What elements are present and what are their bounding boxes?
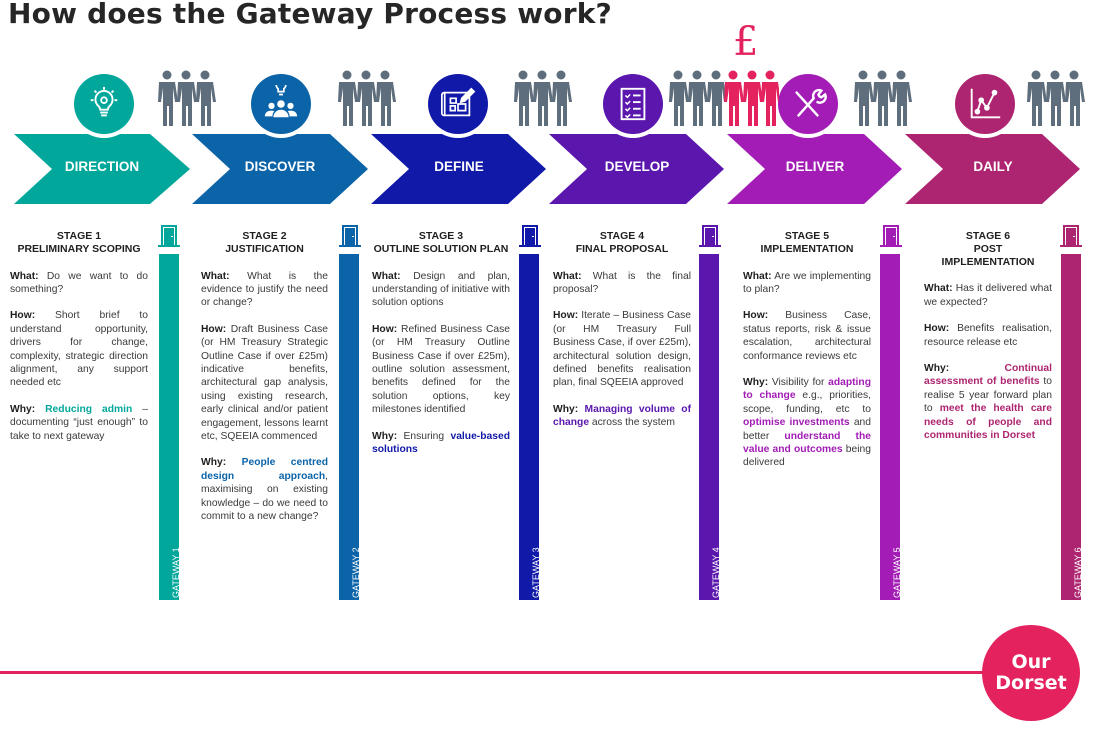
people-group-funded-icon bbox=[669, 70, 779, 126]
idea-team-icon bbox=[251, 74, 311, 134]
people-group-icon bbox=[1027, 70, 1085, 126]
chevron-daily bbox=[905, 134, 1080, 204]
chevron-develop bbox=[549, 134, 724, 204]
door-icon bbox=[1060, 225, 1082, 247]
chevron-define bbox=[371, 134, 546, 204]
chevron-direction bbox=[14, 134, 190, 204]
stage-what: What: Are we implementing to plan? bbox=[743, 270, 872, 295]
gateway-3-bar: GATEWAY 3 bbox=[519, 254, 541, 600]
stage-how: How: Iterate – Business Case (or HM Trea… bbox=[553, 310, 691, 389]
door-icon bbox=[880, 225, 902, 247]
stage-why: Why: Managing volume of change across th… bbox=[553, 403, 691, 429]
people-group-icon bbox=[338, 70, 396, 126]
stage-how: How: Benefits realisation, resource rele… bbox=[924, 323, 1052, 348]
pound-sterling-icon: £ bbox=[733, 19, 759, 65]
why-highlight: Continual assessment of benefits bbox=[924, 363, 1052, 388]
gateway-label: GATEWAY 3 bbox=[531, 547, 541, 598]
phase-label-daily: DAILY bbox=[973, 159, 1013, 174]
door-icon bbox=[519, 225, 541, 247]
why-text: to realise 5 year forward plan to bbox=[924, 376, 1052, 415]
phase-label-deliver: DELIVER bbox=[785, 159, 845, 174]
footer-divider bbox=[0, 671, 990, 674]
gateway-6-bar: GATEWAY 6 bbox=[1061, 254, 1083, 600]
gateway-label: GATEWAY 2 bbox=[351, 547, 361, 598]
stage-why: Why: Visibility for adapting to change e… bbox=[743, 377, 871, 469]
stage-why: Why: Reducing admin – documenting “just … bbox=[10, 403, 148, 442]
people-group-icon bbox=[158, 70, 216, 126]
phase-chevrons bbox=[14, 134, 1080, 204]
door-icon bbox=[699, 225, 721, 247]
why-text: e.g., priorities, scope, funding, etc to bbox=[743, 390, 871, 415]
chevron-deliver bbox=[727, 134, 902, 204]
logo-line-1: Our bbox=[1011, 651, 1051, 673]
phase-label-define: DEFINE bbox=[434, 159, 484, 174]
why-highlight: optimise investments bbox=[743, 417, 850, 429]
door-icon bbox=[339, 225, 361, 247]
gateway-label: GATEWAY 1 bbox=[171, 547, 181, 598]
stage-what: What: Design and plan, understanding of … bbox=[372, 270, 510, 309]
tools-icon bbox=[778, 74, 838, 134]
why-highlight: meet the health care needs of people and… bbox=[924, 403, 1053, 442]
why-highlight: adapting to change bbox=[743, 377, 871, 402]
stage-why: Why: People centred design approach, max… bbox=[201, 457, 328, 523]
gateway-1-bar: GATEWAY 1 bbox=[159, 254, 181, 600]
door-icon bbox=[158, 225, 180, 247]
logo-line-2: Dorset bbox=[995, 672, 1067, 694]
gateway-label: GATEWAY 5 bbox=[892, 547, 902, 598]
phase-label-direction: DIRECTION bbox=[64, 159, 140, 174]
gateway-4-bar: GATEWAY 4 bbox=[699, 254, 721, 600]
stage-what: What: Has it delivered what we expected? bbox=[924, 283, 1052, 308]
stage-why: Why: Ensuring value-based solutions bbox=[372, 430, 510, 456]
people-group-icon bbox=[514, 70, 572, 126]
phase-label-discover: DISCOVER bbox=[244, 159, 316, 174]
stage-what: What: What is the evidence to justify th… bbox=[201, 270, 328, 309]
people-group-icon bbox=[854, 70, 912, 126]
stage-what: What: Do we want to do something? bbox=[10, 270, 148, 295]
line-chart-icon bbox=[955, 74, 1015, 134]
why-text: being delivered bbox=[743, 444, 871, 469]
blueprint-pencil-icon bbox=[428, 74, 488, 134]
gateway-label: GATEWAY 4 bbox=[711, 547, 721, 598]
stage-how: How: Business Case, status reports, risk… bbox=[743, 310, 871, 362]
page-title: How does the Gateway Process work? bbox=[8, 0, 612, 30]
stage-how: How: Refined Business Case (or HM Treasu… bbox=[372, 323, 510, 416]
lightbulb-gear-icon bbox=[74, 74, 134, 134]
stage-what: What: What is the final proposal? bbox=[553, 270, 691, 295]
chevron-discover bbox=[192, 134, 368, 204]
why-highlight: understand the value and outcomes bbox=[743, 430, 871, 456]
stage-how: How: Short brief to understand opportuni… bbox=[10, 310, 148, 389]
why-text: and better bbox=[743, 417, 871, 442]
stage-how: How: Draft Business Case (or HM Treasury… bbox=[201, 323, 328, 443]
stage-why: Why: Continual assessment of benefits to… bbox=[924, 363, 1053, 442]
gateway-5-bar: GATEWAY 5 bbox=[880, 254, 902, 600]
gateway-2-bar: GATEWAY 2 bbox=[339, 254, 361, 600]
gateway-label: GATEWAY 6 bbox=[1073, 547, 1083, 598]
why-text: Visibility for bbox=[771, 377, 829, 389]
checklist-icon bbox=[603, 74, 663, 134]
phase-label-develop: DEVELOP bbox=[604, 159, 670, 174]
our-dorset-logo: Our Dorset bbox=[982, 625, 1080, 721]
